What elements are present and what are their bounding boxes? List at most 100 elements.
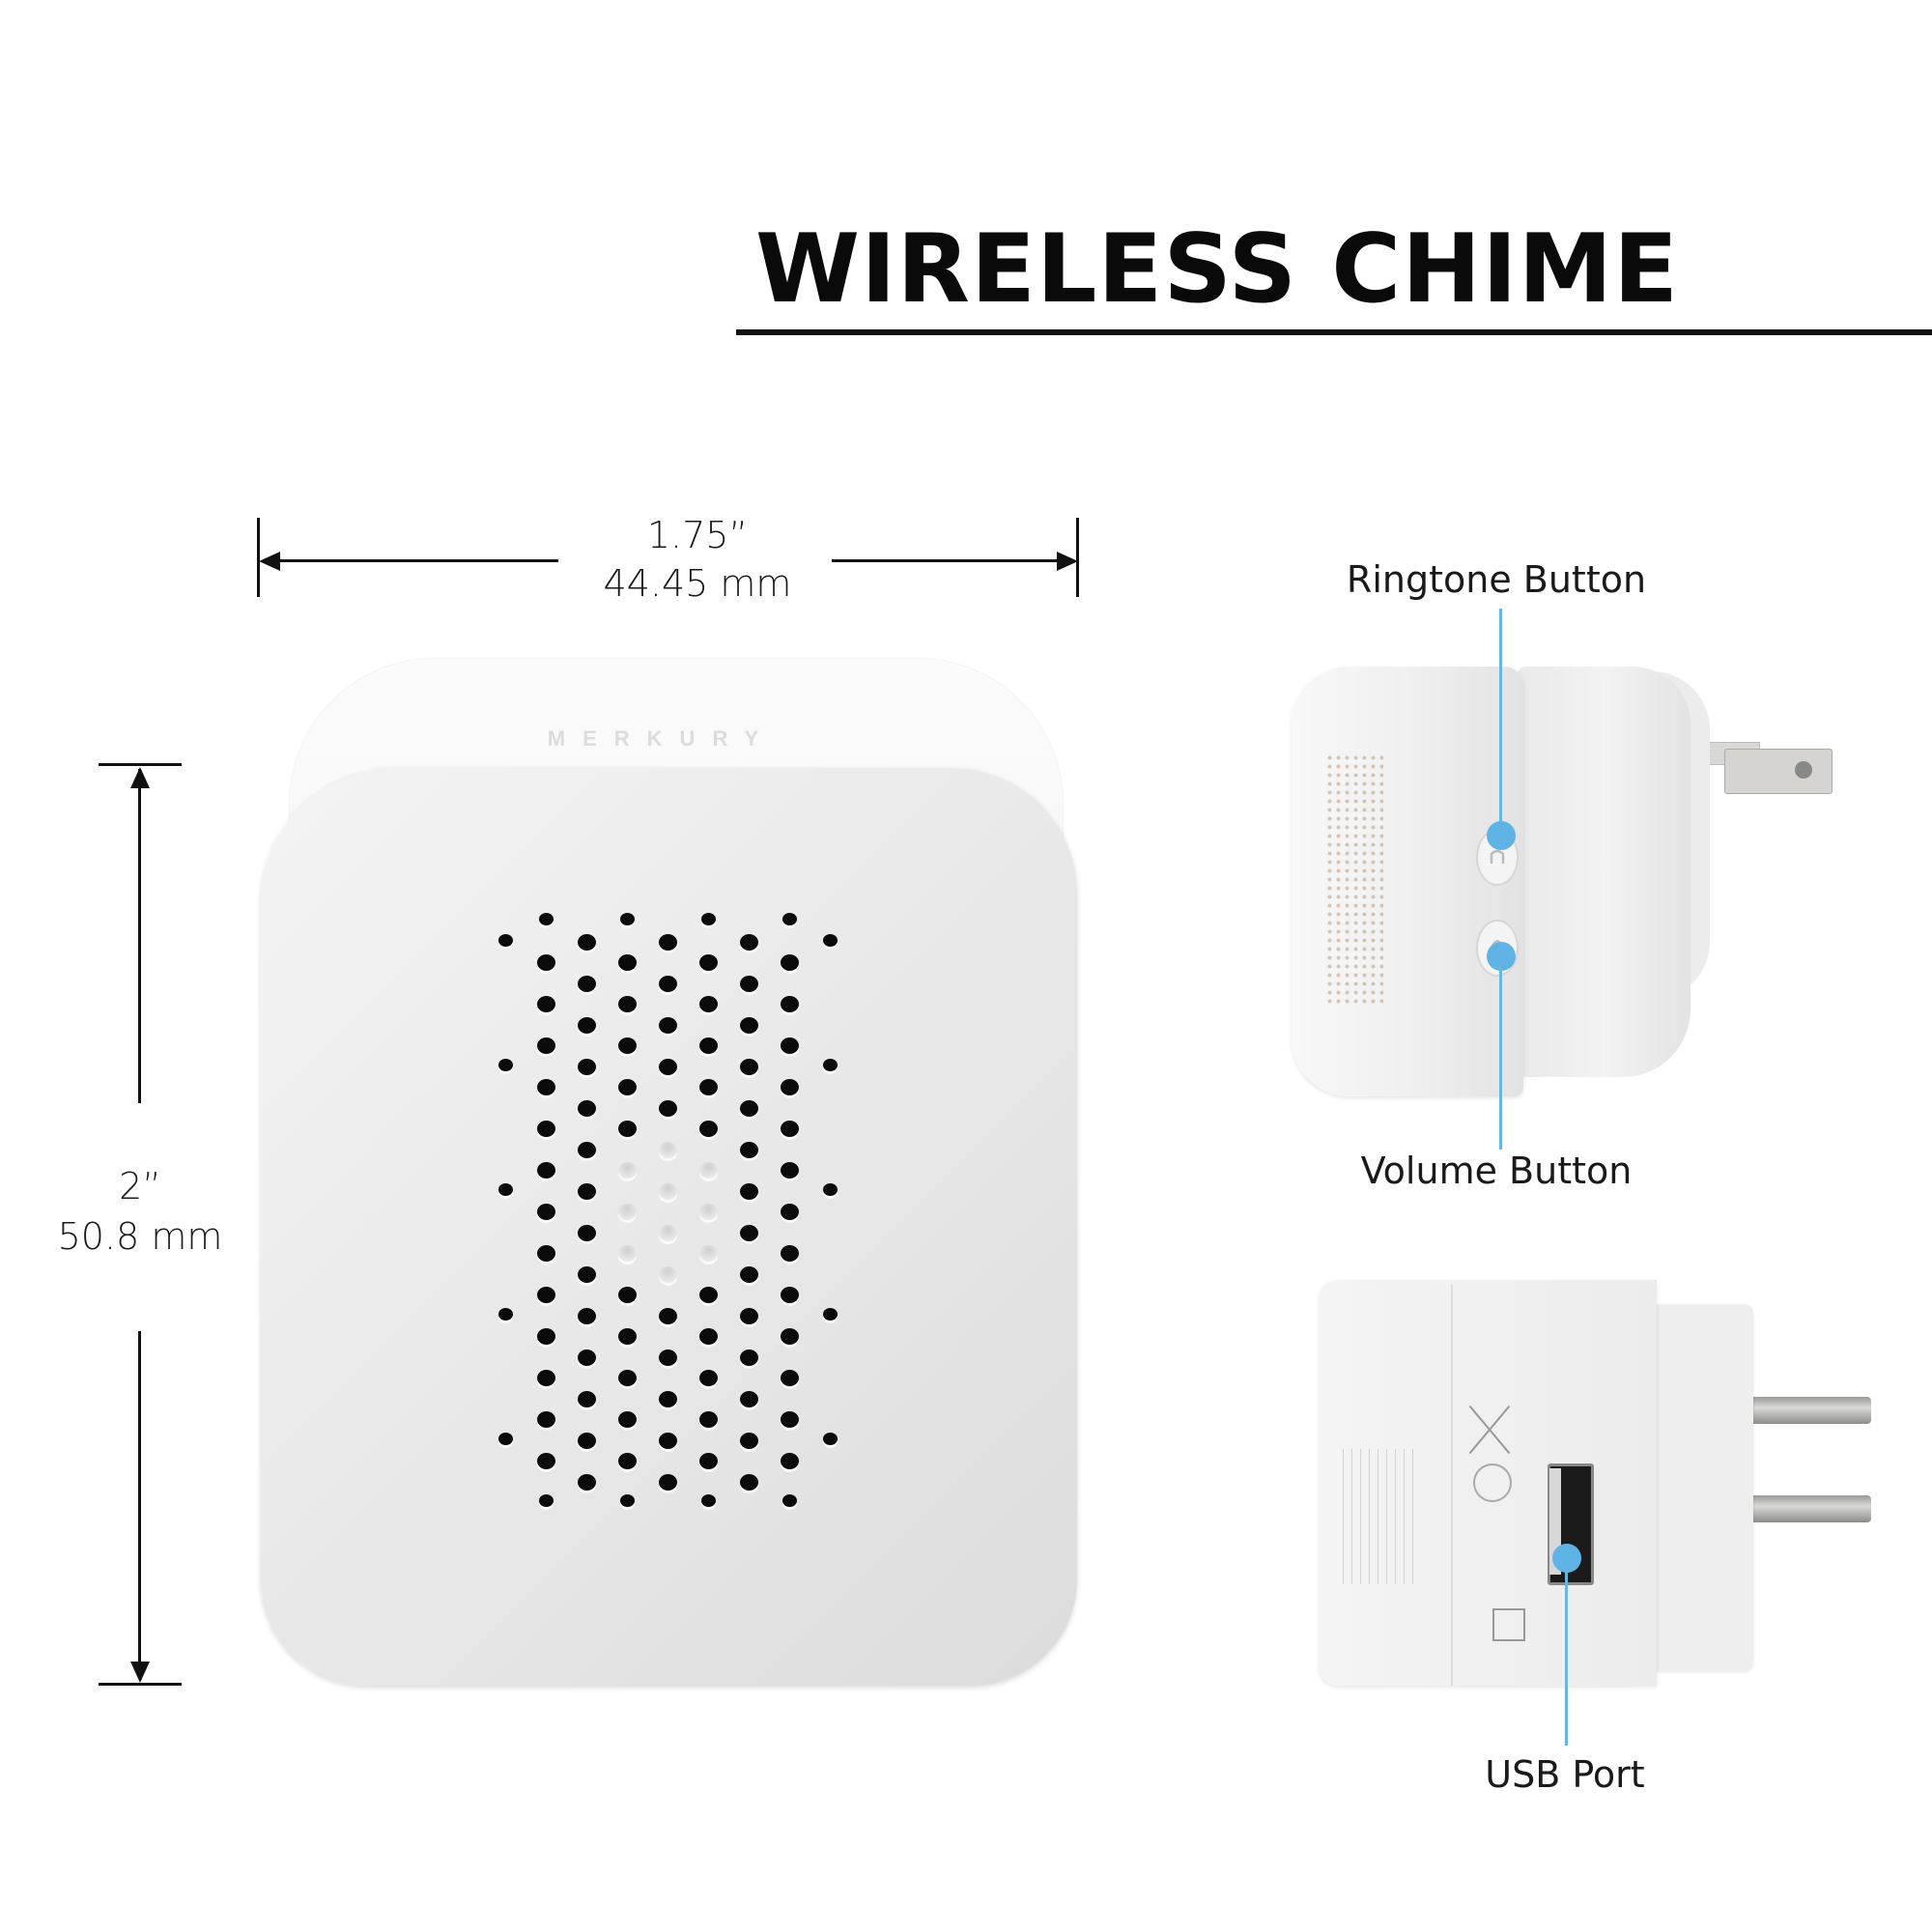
- grille-hole: [700, 913, 716, 925]
- grille-hole: [780, 1370, 799, 1386]
- grille-hole: [658, 1016, 677, 1034]
- grille-hole: [536, 1370, 555, 1386]
- grille-hole: [698, 1453, 718, 1469]
- grille-hole: [658, 1432, 677, 1449]
- grille-hole: [536, 1287, 555, 1303]
- height-dim-top-tick: [99, 763, 182, 766]
- grille-hole: [739, 1058, 758, 1075]
- width-dim-right-tick: [1076, 518, 1079, 597]
- grille-hole: [617, 1370, 637, 1386]
- grille-hole: [536, 1037, 555, 1054]
- plug-prong: [1724, 749, 1833, 794]
- grille-hole: [536, 1079, 555, 1095]
- title-underline: [736, 329, 1932, 335]
- grille-hole: [822, 1182, 838, 1196]
- grille-hole: [536, 954, 555, 971]
- grille-hole: [617, 1204, 637, 1220]
- grille-hole: [658, 1349, 677, 1366]
- grille-hole: [698, 1245, 718, 1262]
- grille-hole: [577, 1099, 596, 1117]
- grille-hole: [497, 1432, 513, 1445]
- page-title: WIRELESS CHIME: [755, 214, 1680, 325]
- grille-hole: [577, 1182, 596, 1200]
- grille-hole: [577, 1349, 596, 1366]
- plug-prong-bottom: [1750, 1495, 1871, 1522]
- grille-hole: [658, 1390, 677, 1407]
- grille-hole: [577, 1224, 596, 1241]
- height-dim-bottom-tick: [99, 1683, 182, 1686]
- grille-hole: [739, 1016, 758, 1034]
- grille-hole: [739, 1141, 758, 1158]
- grille-hole: [658, 975, 677, 992]
- grille-hole: [617, 1037, 637, 1054]
- grille-hole: [658, 1473, 677, 1491]
- grille-hole: [780, 1245, 799, 1262]
- grille-hole: [698, 1037, 718, 1054]
- grille-hole: [577, 1390, 596, 1407]
- ringtone-callout-dot: [1487, 821, 1516, 850]
- height-dim-bottom-line: [138, 1331, 141, 1677]
- grille-hole: [577, 1141, 596, 1158]
- width-dim-left-tick: [257, 518, 260, 597]
- grille-hole: [780, 1037, 799, 1054]
- grille-hole: [698, 996, 718, 1012]
- grille-hole: [739, 1099, 758, 1117]
- grille-hole: [739, 1265, 758, 1283]
- grille-hole: [780, 1411, 799, 1428]
- side-speaker-grille: [1325, 753, 1383, 1005]
- volume-button-label: Volume Button: [1360, 1150, 1633, 1192]
- grille-hole: [617, 996, 637, 1012]
- arrow-up-icon: [130, 767, 150, 788]
- grille-hole: [698, 1328, 718, 1345]
- grille-hole: [739, 1432, 758, 1449]
- grille-hole: [781, 1494, 797, 1507]
- grille-hole: [780, 954, 799, 971]
- grille-hole: [536, 1453, 555, 1469]
- width-dim-right-line: [832, 559, 1071, 562]
- width-mm-label: 44.45 mm: [603, 562, 792, 605]
- grille-hole: [658, 1099, 677, 1117]
- grille-hole: [536, 1245, 555, 1262]
- grille-hole: [577, 1265, 596, 1283]
- grille-hole: [617, 1079, 637, 1095]
- grille-hole: [658, 1307, 677, 1324]
- grille-hole: [617, 1328, 637, 1345]
- weee-bin-icon: [1463, 1401, 1516, 1458]
- arrow-down-icon: [130, 1662, 150, 1683]
- grille-hole: [577, 1307, 596, 1324]
- grille-hole: [619, 1494, 635, 1507]
- grille-hole: [739, 1390, 758, 1407]
- grille-hole: [822, 1307, 838, 1321]
- height-dim-top-line: [138, 769, 141, 1103]
- chime-side-rear: [1517, 667, 1690, 1077]
- ringtone-callout-line: [1499, 609, 1502, 833]
- grille-hole: [658, 1141, 677, 1158]
- grille-hole: [698, 1287, 718, 1303]
- grille-hole: [739, 1307, 758, 1324]
- grille-hole: [536, 1162, 555, 1179]
- plug-prong-top: [1750, 1397, 1871, 1424]
- grille-hole: [497, 933, 513, 947]
- grille-hole: [698, 1411, 718, 1428]
- grille-hole: [538, 913, 554, 925]
- speaker-grille: [488, 913, 865, 1521]
- grille-hole: [739, 975, 758, 992]
- grille-hole: [536, 996, 555, 1012]
- grille-hole: [780, 1121, 799, 1137]
- double-insulated-icon: [1492, 1608, 1525, 1641]
- grille-hole: [822, 1432, 838, 1445]
- grille-hole: [538, 1494, 554, 1507]
- grille-hole: [577, 1432, 596, 1449]
- grille-hole: [780, 1453, 799, 1469]
- usb-callout-dot: [1552, 1544, 1581, 1573]
- grille-hole: [536, 1121, 555, 1137]
- grille-hole: [700, 1494, 716, 1507]
- grille-hole: [698, 1370, 718, 1386]
- grille-hole: [780, 1162, 799, 1179]
- brand-emboss: MERKURY: [547, 726, 777, 751]
- prong-hole: [1795, 761, 1812, 779]
- body-seam: [1451, 1285, 1453, 1686]
- usb-port-label: USB Port: [1485, 1753, 1645, 1796]
- grille-hole: [577, 933, 596, 951]
- grille-hole: [658, 933, 677, 951]
